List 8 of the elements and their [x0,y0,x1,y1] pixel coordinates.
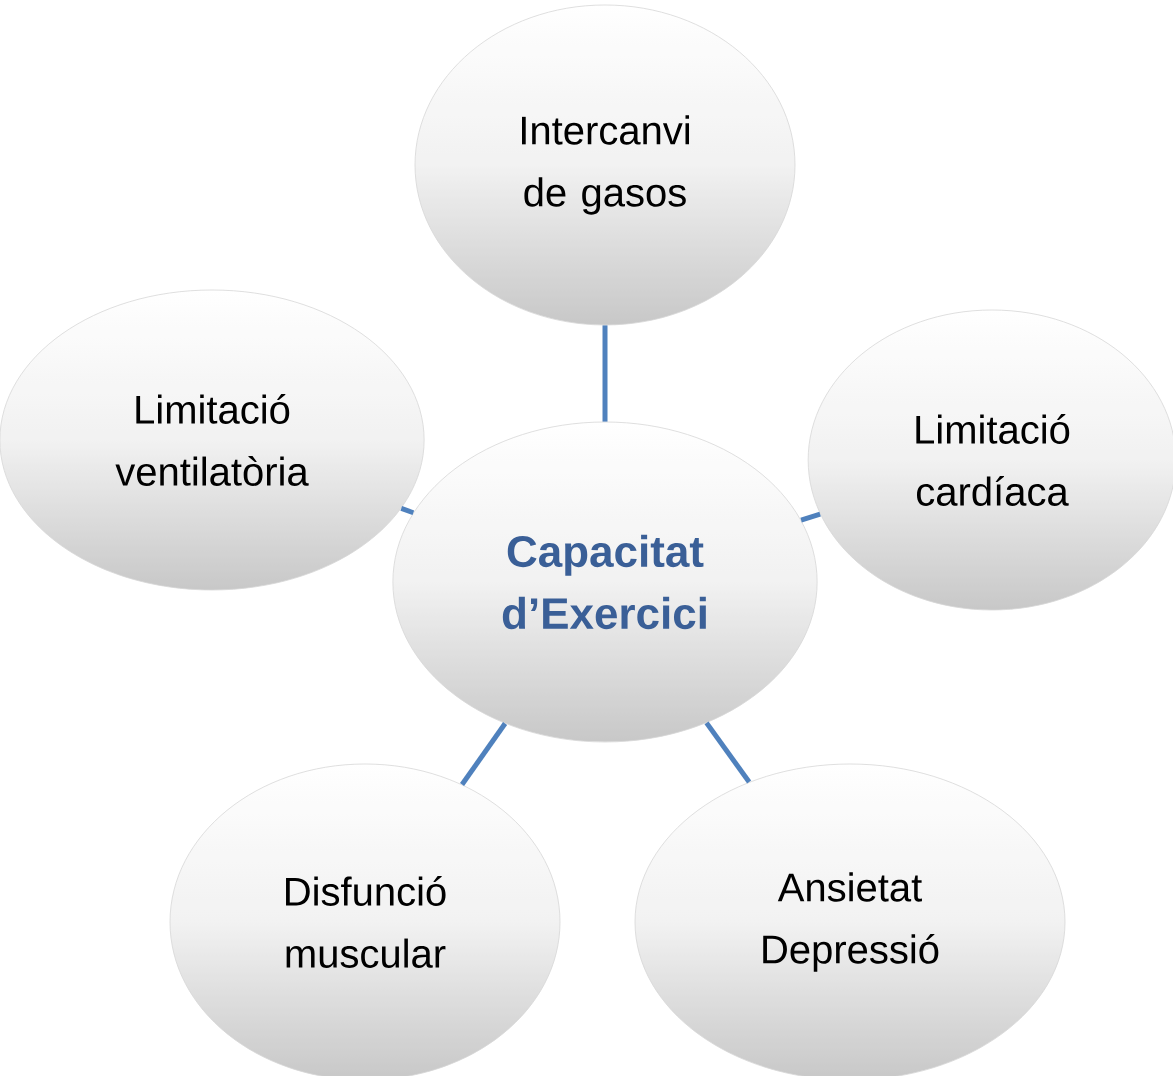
ellipse-node: Capacitat d’Exercici [392,421,818,743]
connector-line [460,722,508,786]
connector-line [602,325,608,422]
connector-line [704,721,752,784]
ellipse-node: Limitació ventilatòria [0,289,425,591]
connector-line [800,511,821,523]
ellipse-node: Intercanvi de gasos [414,4,796,326]
connector-line [400,506,415,516]
